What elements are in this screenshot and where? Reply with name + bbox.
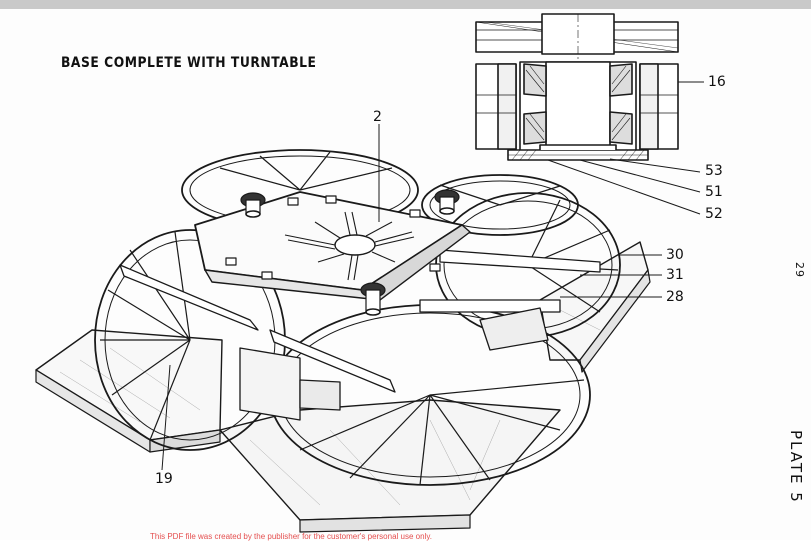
callout-16: 16 — [708, 74, 726, 90]
callout-28: 28 — [666, 289, 684, 305]
plate-title: BASE COMPLETE WITH TURNTABLE — [61, 55, 317, 71]
callout-31: 31 — [666, 267, 684, 283]
knob-left — [241, 193, 265, 217]
callout-52: 52 — [705, 206, 723, 222]
turntable-plate — [195, 192, 470, 300]
viewer-top-bar — [0, 0, 811, 9]
callout-53: 53 — [705, 163, 723, 179]
callout-51: 51 — [705, 184, 723, 200]
cross-members — [120, 250, 600, 420]
page-number: 29 — [793, 262, 806, 278]
knob-front — [361, 283, 385, 315]
plate-label: PLATE 5 — [787, 430, 805, 504]
footer-watermark-note: This PDF file was created by the publish… — [150, 532, 432, 541]
callout-30: 30 — [666, 247, 684, 263]
callout-19: 19 — [155, 471, 173, 487]
callout-leaders — [162, 124, 662, 470]
bearing-cross-section-detail — [476, 14, 704, 214]
knob-right — [435, 190, 459, 214]
clamp-knobs — [241, 190, 459, 315]
callout-2: 2 — [373, 109, 382, 125]
